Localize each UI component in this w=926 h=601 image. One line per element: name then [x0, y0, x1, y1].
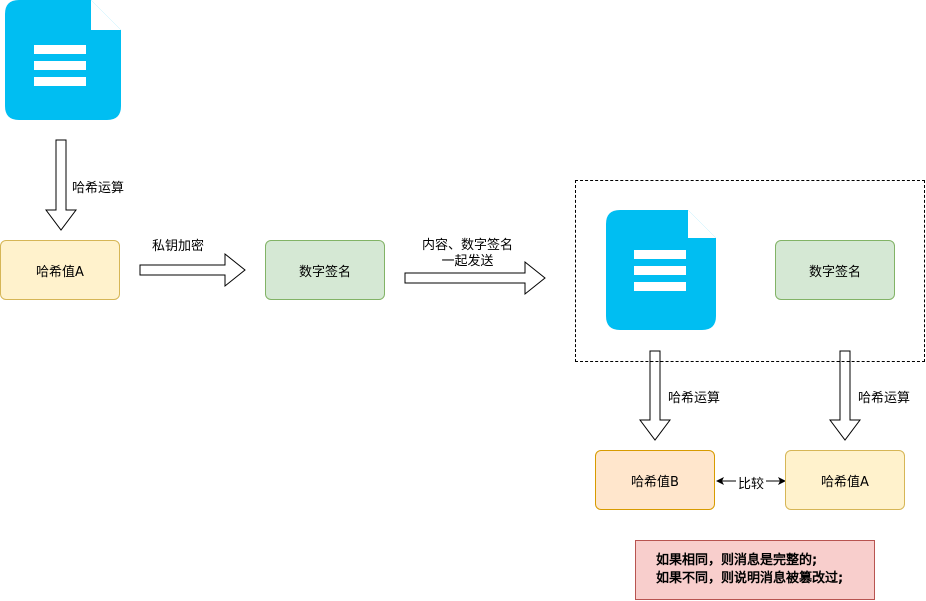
- result-line-1: 如果相同，则消息是完整的;: [656, 553, 818, 568]
- result-line-2: 如果不同，则说明消息被篡改过;: [656, 571, 844, 586]
- send-arrow: [404, 260, 546, 296]
- signature-package-label: 数字签名: [808, 264, 861, 280]
- send-label-line-1: 内容、数字签名: [421, 238, 513, 253]
- hash-arrow-top: [45, 139, 77, 231]
- hash-a-bottom-node: 哈希值A: [785, 450, 905, 510]
- hash-a-bottom-label: 哈希值A: [821, 474, 869, 490]
- private-key-encrypt-label: 私钥加密: [152, 239, 205, 254]
- hash-a-top-label: 哈希值A: [36, 264, 84, 280]
- document-icon: [5, 0, 121, 120]
- result-note: 如果相同，则消息是完整的; 如果不同，则说明消息被篡改过;: [635, 540, 875, 600]
- document-icon: [606, 210, 716, 330]
- message-package: [575, 180, 925, 362]
- hash-arrow-right: [829, 350, 861, 441]
- hash-b-label: 哈希值B: [631, 474, 679, 490]
- hash-a-top-node: 哈希值A: [0, 240, 120, 300]
- send-label-line-2: 一起发送: [441, 254, 494, 269]
- signature-package-node: 数字签名: [775, 240, 895, 300]
- hash-op-right-label: 哈希运算: [858, 391, 911, 406]
- compare-label: 比较: [738, 473, 765, 492]
- hash-op-left-label: 哈希运算: [668, 391, 721, 406]
- compare-arrow: [716, 477, 786, 485]
- signature-top-label: 数字签名: [298, 264, 351, 280]
- hash-arrow-left: [639, 350, 671, 441]
- encrypt-arrow: [139, 252, 246, 288]
- signature-top-node: 数字签名: [265, 240, 385, 300]
- hash-op-top-label: 哈希运算: [72, 181, 125, 196]
- send-label: 内容、数字签名 一起发送: [410, 238, 525, 270]
- hash-b-node: 哈希值B: [595, 450, 715, 510]
